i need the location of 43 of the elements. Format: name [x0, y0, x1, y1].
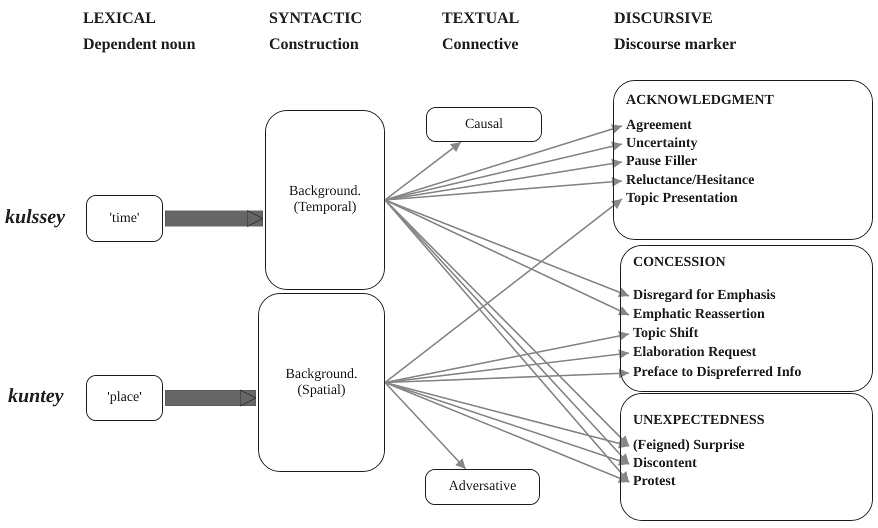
- category-item: Emphatic Reassertion: [623, 306, 765, 324]
- category-item: Protest: [623, 473, 676, 491]
- term-label: kuntey: [8, 385, 64, 408]
- category-item: Agreement: [616, 117, 692, 135]
- term-box: 'time': [86, 195, 163, 242]
- category-item: (Feigned) Surprise: [623, 437, 745, 455]
- column-heading: LEXICAL: [83, 10, 156, 28]
- arrow: [384, 176, 622, 201]
- category-item: Elaboration Request: [623, 344, 756, 362]
- category-heading: UNEXPECTEDNESS: [633, 413, 764, 429]
- column-heading: Connective: [442, 36, 518, 54]
- column-heading: Discourse marker: [614, 36, 736, 54]
- category-item: Uncertainty: [616, 135, 698, 153]
- block-arrow: [165, 390, 256, 406]
- construction-box: Background. (Temporal): [265, 110, 385, 290]
- category-item: Topic Presentation: [616, 190, 738, 208]
- column-heading: DISCURSIVE: [614, 10, 713, 28]
- term-box: Causal: [426, 107, 542, 142]
- category-item: Disregard for Emphasis: [623, 287, 776, 305]
- column-heading: Construction: [269, 36, 359, 54]
- category-heading: CONCESSION: [633, 255, 726, 271]
- category-box: [613, 80, 873, 240]
- category-box: [620, 245, 873, 392]
- arrow: [384, 141, 462, 201]
- column-heading: SYNTACTIC: [269, 10, 362, 28]
- category-box: [620, 393, 873, 521]
- category-item: Discontent: [623, 455, 697, 473]
- term-box: Adversative: [425, 469, 540, 505]
- block-arrow: [165, 210, 264, 227]
- arrow: [384, 198, 622, 384]
- column-heading: Dependent noun: [83, 36, 196, 54]
- category-item: Topic Shift: [623, 325, 698, 343]
- construction-box: Background. (Spatial): [258, 293, 385, 472]
- category-item: Pause Filler: [616, 153, 698, 171]
- category-heading: ACKNOWLEDGMENT: [626, 93, 774, 109]
- arrow: [384, 382, 630, 483]
- category-item: Preface to Dispreferred Info: [623, 364, 802, 382]
- category-item: Reluctance/Hesitance: [616, 172, 754, 190]
- arrow: [384, 331, 630, 384]
- arrow: [384, 382, 466, 470]
- column-heading: TEXTUAL: [442, 10, 520, 28]
- term-box: 'place': [86, 375, 163, 421]
- term-label: kulssey: [5, 206, 65, 228]
